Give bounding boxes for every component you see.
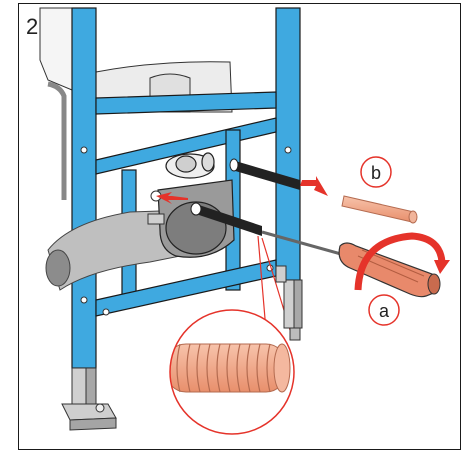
frame-right-post: [275, 7, 301, 281]
red-arrow-lower: [156, 192, 188, 204]
frame-feet: [61, 265, 303, 431]
callout-b-label: b: [371, 163, 381, 183]
callout-a-label: a: [379, 301, 390, 321]
orange-rod: [341, 195, 418, 224]
callout-a: a: [368, 294, 400, 326]
magnifier-circle-icon: [169, 309, 295, 435]
red-arrow-upper: [300, 176, 328, 196]
step-number: 2: [26, 14, 38, 39]
callout-b: b: [360, 156, 392, 188]
frame-left-post: [71, 7, 97, 369]
lower-threaded-rod: [190, 202, 262, 236]
rotate-clockwise-icon: [354, 232, 450, 291]
frame-top-crossbar: [95, 91, 277, 115]
upper-threaded-rod: [229, 158, 300, 190]
